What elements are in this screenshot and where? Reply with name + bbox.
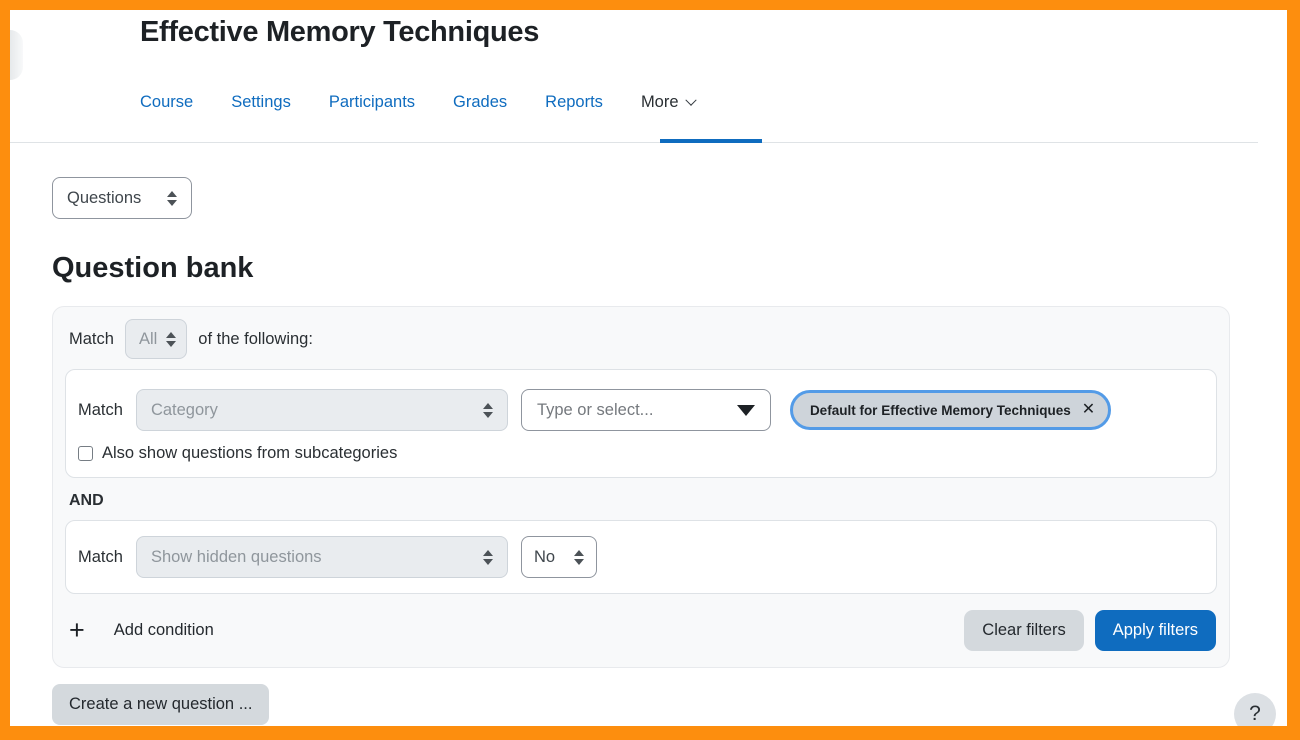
add-condition-button[interactable]: + Add condition bbox=[69, 617, 214, 644]
subcategories-checkbox-row[interactable]: Also show questions from subcategories bbox=[78, 444, 1204, 463]
apply-filters-button[interactable]: Apply filters bbox=[1094, 610, 1216, 651]
updown-arrow-icon bbox=[573, 549, 584, 565]
hidden-questions-field-select[interactable]: Show hidden questions bbox=[135, 536, 508, 578]
filter-actions-row: + Add condition Clear filters Apply filt… bbox=[69, 610, 1216, 651]
tag-label: Default for Effective Memory Techniques bbox=[809, 402, 1071, 418]
tab-more-label: More bbox=[640, 93, 679, 111]
filter-row-category: Match Category Type or select... Default… bbox=[65, 369, 1217, 478]
course-nav: Course Settings Participants Grades Repo… bbox=[140, 93, 697, 112]
caret-down-icon[interactable] bbox=[736, 404, 755, 416]
updown-arrow-icon bbox=[482, 402, 493, 418]
question-bank-heading: Question bank bbox=[52, 252, 254, 284]
condition-field-select[interactable]: Category bbox=[135, 389, 508, 431]
questions-dropdown-label: Questions bbox=[67, 188, 142, 207]
tab-settings[interactable]: Settings bbox=[231, 93, 291, 111]
tab-reports[interactable]: Reports bbox=[545, 93, 603, 111]
plus-icon: + bbox=[69, 615, 85, 645]
match-type-select[interactable]: All bbox=[124, 319, 188, 359]
help-button[interactable]: ? bbox=[1234, 693, 1276, 726]
updown-arrow-icon bbox=[167, 190, 177, 206]
help-icon: ? bbox=[1249, 702, 1261, 725]
filter-buttons-group: Clear filters Apply filters bbox=[964, 610, 1216, 651]
active-tab-underline bbox=[660, 139, 762, 143]
clear-filters-button[interactable]: Clear filters bbox=[964, 610, 1084, 651]
tab-grades[interactable]: Grades bbox=[453, 93, 508, 111]
add-condition-label: Add condition bbox=[113, 621, 214, 639]
match-type-value: All bbox=[138, 329, 158, 348]
match-label: Match bbox=[69, 329, 114, 348]
category-typeahead-input[interactable]: Type or select... bbox=[520, 389, 771, 431]
of-following-label: of the following: bbox=[198, 329, 313, 348]
hidden-questions-value: No bbox=[533, 547, 556, 566]
remove-tag-icon[interactable]: ✕ bbox=[1081, 401, 1096, 418]
tabs-divider bbox=[10, 142, 1258, 143]
match-all-row: Match All of the following: bbox=[53, 307, 1229, 359]
hidden-questions-value-select[interactable]: No bbox=[520, 536, 597, 578]
condition-field-value: Category bbox=[150, 400, 218, 419]
category-condition-row: Match Category Type or select... Default… bbox=[78, 389, 1204, 431]
tab-participants[interactable]: Participants bbox=[328, 93, 416, 111]
drawer-toggle[interactable] bbox=[10, 30, 23, 80]
filter-panel: Match All of the following: Match Catego… bbox=[52, 306, 1230, 668]
subcategories-checkbox-label: Also show questions from subcategories bbox=[102, 444, 398, 462]
match-label: Match bbox=[78, 547, 123, 566]
hidden-questions-field-value: Show hidden questions bbox=[150, 547, 322, 566]
page-title: Effective Memory Techniques bbox=[140, 16, 540, 48]
match-label: Match bbox=[78, 400, 123, 419]
condition-joiner: AND bbox=[69, 492, 104, 509]
tab-course[interactable]: Course bbox=[140, 93, 194, 111]
selected-category-tag[interactable]: Default for Effective Memory Techniques … bbox=[789, 390, 1112, 430]
tab-more[interactable]: More bbox=[640, 93, 697, 112]
updown-arrow-icon bbox=[166, 331, 177, 347]
page-content: Effective Memory Techniques Course Setti… bbox=[10, 10, 1287, 726]
questions-dropdown[interactable]: Questions bbox=[52, 177, 192, 219]
chevron-down-icon bbox=[684, 94, 697, 106]
updown-arrow-icon bbox=[482, 549, 493, 565]
filter-row-hidden-questions: Match Show hidden questions No bbox=[65, 520, 1217, 594]
create-question-button[interactable]: Create a new question ... bbox=[52, 684, 270, 725]
checkbox-icon[interactable] bbox=[78, 446, 93, 461]
typeahead-placeholder: Type or select... bbox=[536, 400, 654, 419]
